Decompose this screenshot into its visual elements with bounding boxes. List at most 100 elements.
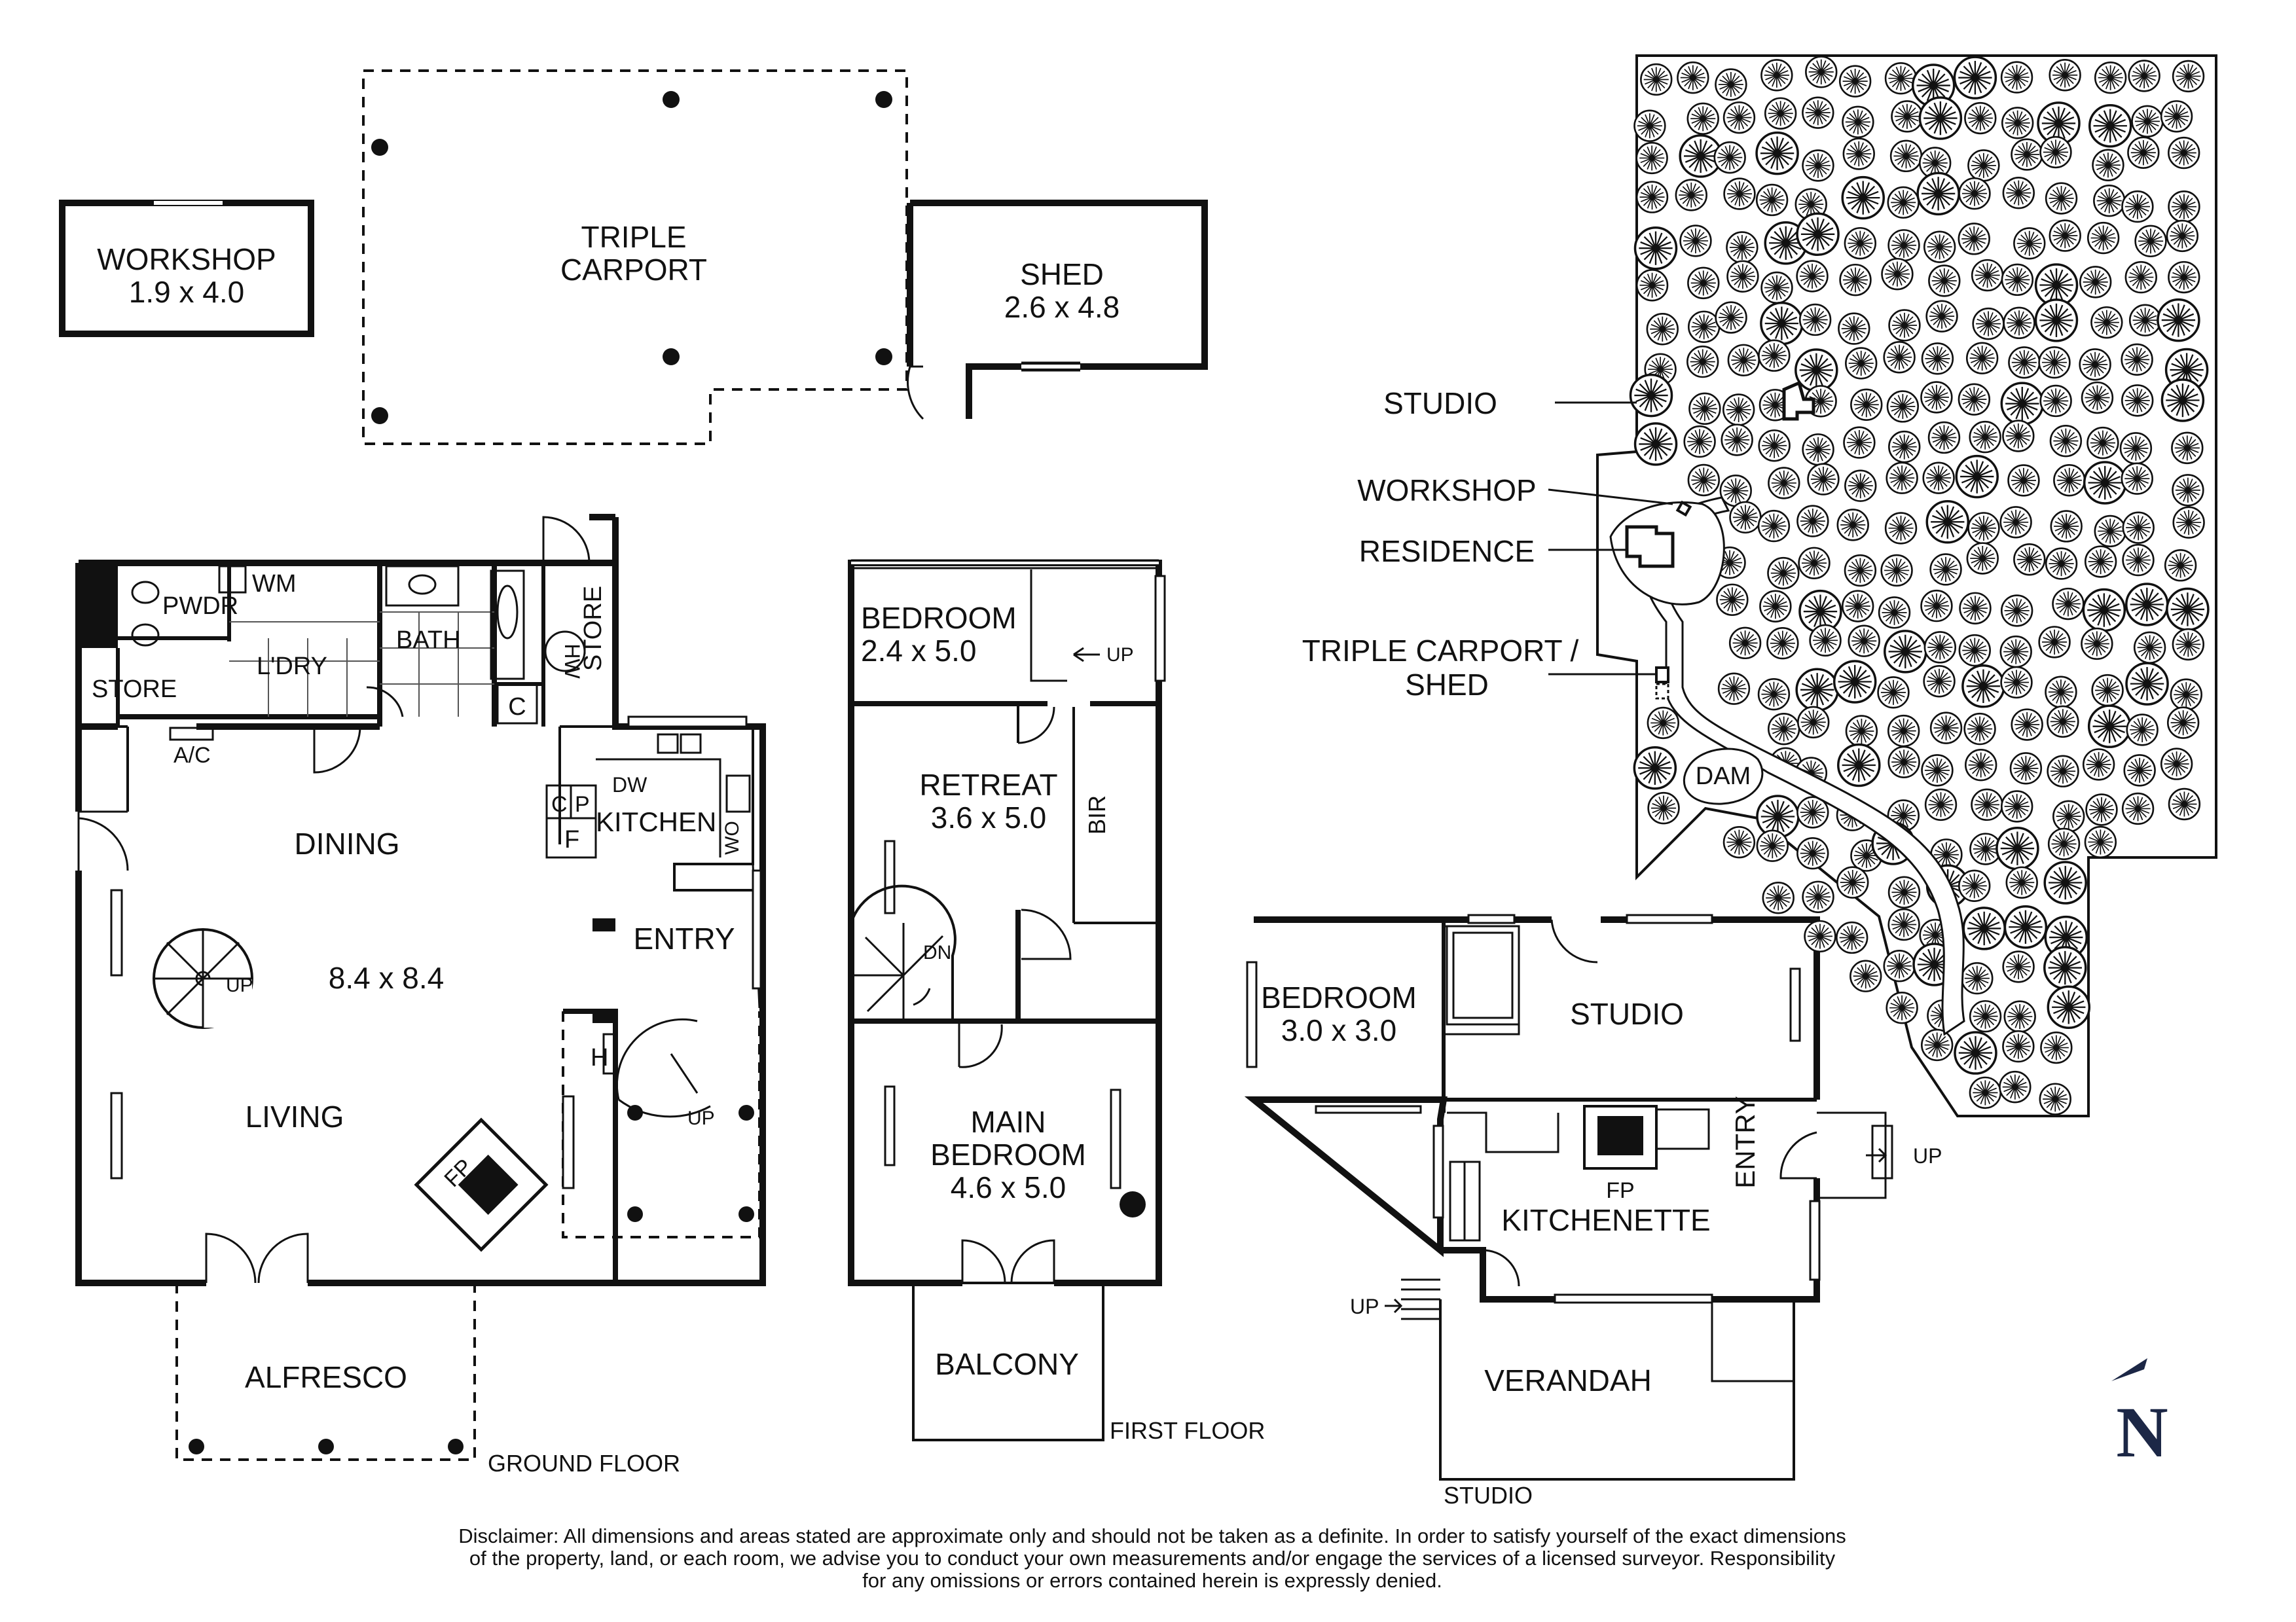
tree-icon [1759,590,1792,622]
tree-icon [2086,221,2120,255]
tree-icon [1966,542,1999,575]
tree-icon [1958,634,1991,667]
first-floor-plan: BEDROOM 2.4 x 5.0 UP RETREAT 3.6 x 5.0 B… [848,559,1265,1444]
tree-icon [1971,259,2004,292]
tree-icon [1686,102,1719,135]
tree-icon [2047,827,2081,861]
tree-icon [1887,876,1921,909]
tree-icon [1802,433,1834,466]
tree-icon [1969,1076,2002,1109]
tree-icon [1798,547,1831,579]
tree-icon [2038,346,2071,379]
site-carport-label-2: SHED [1405,668,1489,702]
first-floor-caption: FIRST FLOOR [1110,1417,1265,1444]
dw-label: DW [612,773,647,797]
tree-icon [1686,345,1719,378]
tree-icon [2050,510,2083,543]
retreat-size: 3.6 x 5.0 [931,801,1046,835]
tree-icon [1887,186,1920,219]
tree-icon [1762,882,1795,914]
tree-icon [1881,257,1914,291]
tree-icon [1920,381,1953,414]
tree-icon [2011,138,2043,171]
carport-label-2: CARPORT [560,253,707,287]
tree-icon [1805,56,1838,88]
carport-label-1: TRIPLE [581,220,686,254]
tree-icon [2002,950,2035,983]
site-residence-label: RESIDENCE [1359,534,1535,568]
tree-icon [1760,59,1793,92]
tree-icon [2172,628,2205,661]
tree-icon [1999,635,2032,668]
tree-icon [1838,65,1872,98]
tree-icon [2002,420,2035,452]
tree-icon [2125,583,2169,626]
site-studio-label: STUDIO [1383,386,1497,420]
tree-icon [1924,788,1958,821]
c-label: C [508,693,526,721]
tree-icon [1888,430,1921,463]
tree-icon [1918,96,1963,140]
tree-icon [2164,549,2197,582]
tree-icon [2157,298,2200,342]
main-bedroom-label-2: BEDROOM [930,1138,1086,1172]
store-vertical-label: STORE [579,586,607,671]
tree-icon [1722,393,1755,426]
tree-icon [2001,107,2034,139]
shed-label: SHED [1020,257,1104,291]
tree-icon [1633,422,1678,466]
main-bedroom-size: 4.6 x 5.0 [951,1170,1066,1204]
tree-icon [1802,880,1834,913]
studio-caption: STUDIO [1444,1482,1533,1509]
tree-icon [2052,800,2085,833]
tree-icon [1688,392,1721,425]
tree-icon [2090,306,2123,339]
tree-icon [1965,342,1999,374]
tree-icon [2170,678,2202,711]
tree-icon [2128,60,2160,92]
store-label: STORE [92,676,177,703]
verandah-label: VERANDAH [1484,1363,1652,1397]
tree-icon [1722,825,1756,859]
tree-icon [1728,626,1762,660]
tree-icon [1804,920,1836,953]
tree-icon [1929,553,1962,586]
tree-icon [1687,266,1720,300]
tree-icon [2002,177,2035,209]
tree-icon [1923,230,1956,263]
tree-icon [1967,149,2000,182]
tree-icon [1715,68,1747,101]
tree-icon [2127,136,2160,169]
tree-icon [1677,61,1709,94]
cp-c-label: C [551,792,568,817]
tree-icon [1687,463,1721,497]
residence-footprint [1625,525,1675,568]
tree-icon [2000,382,2045,425]
tree-icon [2034,298,2079,342]
outbuildings: WORKSHOP 1.9 x 4.0 TRIPLE CARPORT SHED 2… [59,69,1208,445]
tree-icon [2133,631,2166,664]
tree-icon [1760,301,1804,346]
tree-icon [2083,461,2127,505]
tree-icon [2013,227,2046,260]
dining-label: DINING [295,827,400,861]
tree-icon [1755,183,1789,217]
tree-icon [1633,109,1666,142]
tree-icon [1796,260,1829,293]
disclaimer-line-1: Disclaimer: All dimensions and areas sta… [458,1524,1846,1547]
tree-icon [1928,264,1961,297]
tree-icon [1832,660,1877,704]
tree-icon [1640,63,1673,96]
tree-icon [2088,103,2132,148]
tree-icon [2084,545,2117,578]
tree-icon [1727,344,1760,376]
tree-icon [1836,921,1868,954]
retreat-label: RETREAT [919,768,1057,802]
tree-icon [1886,390,1920,423]
tree-icon [1969,420,2001,454]
tree-icon [1850,960,1882,992]
tree-icon [1722,101,1756,134]
tree-icon [1999,506,2032,539]
main-bedroom-label-1: MAIN [971,1105,1046,1139]
tree-icon [1757,677,1791,711]
